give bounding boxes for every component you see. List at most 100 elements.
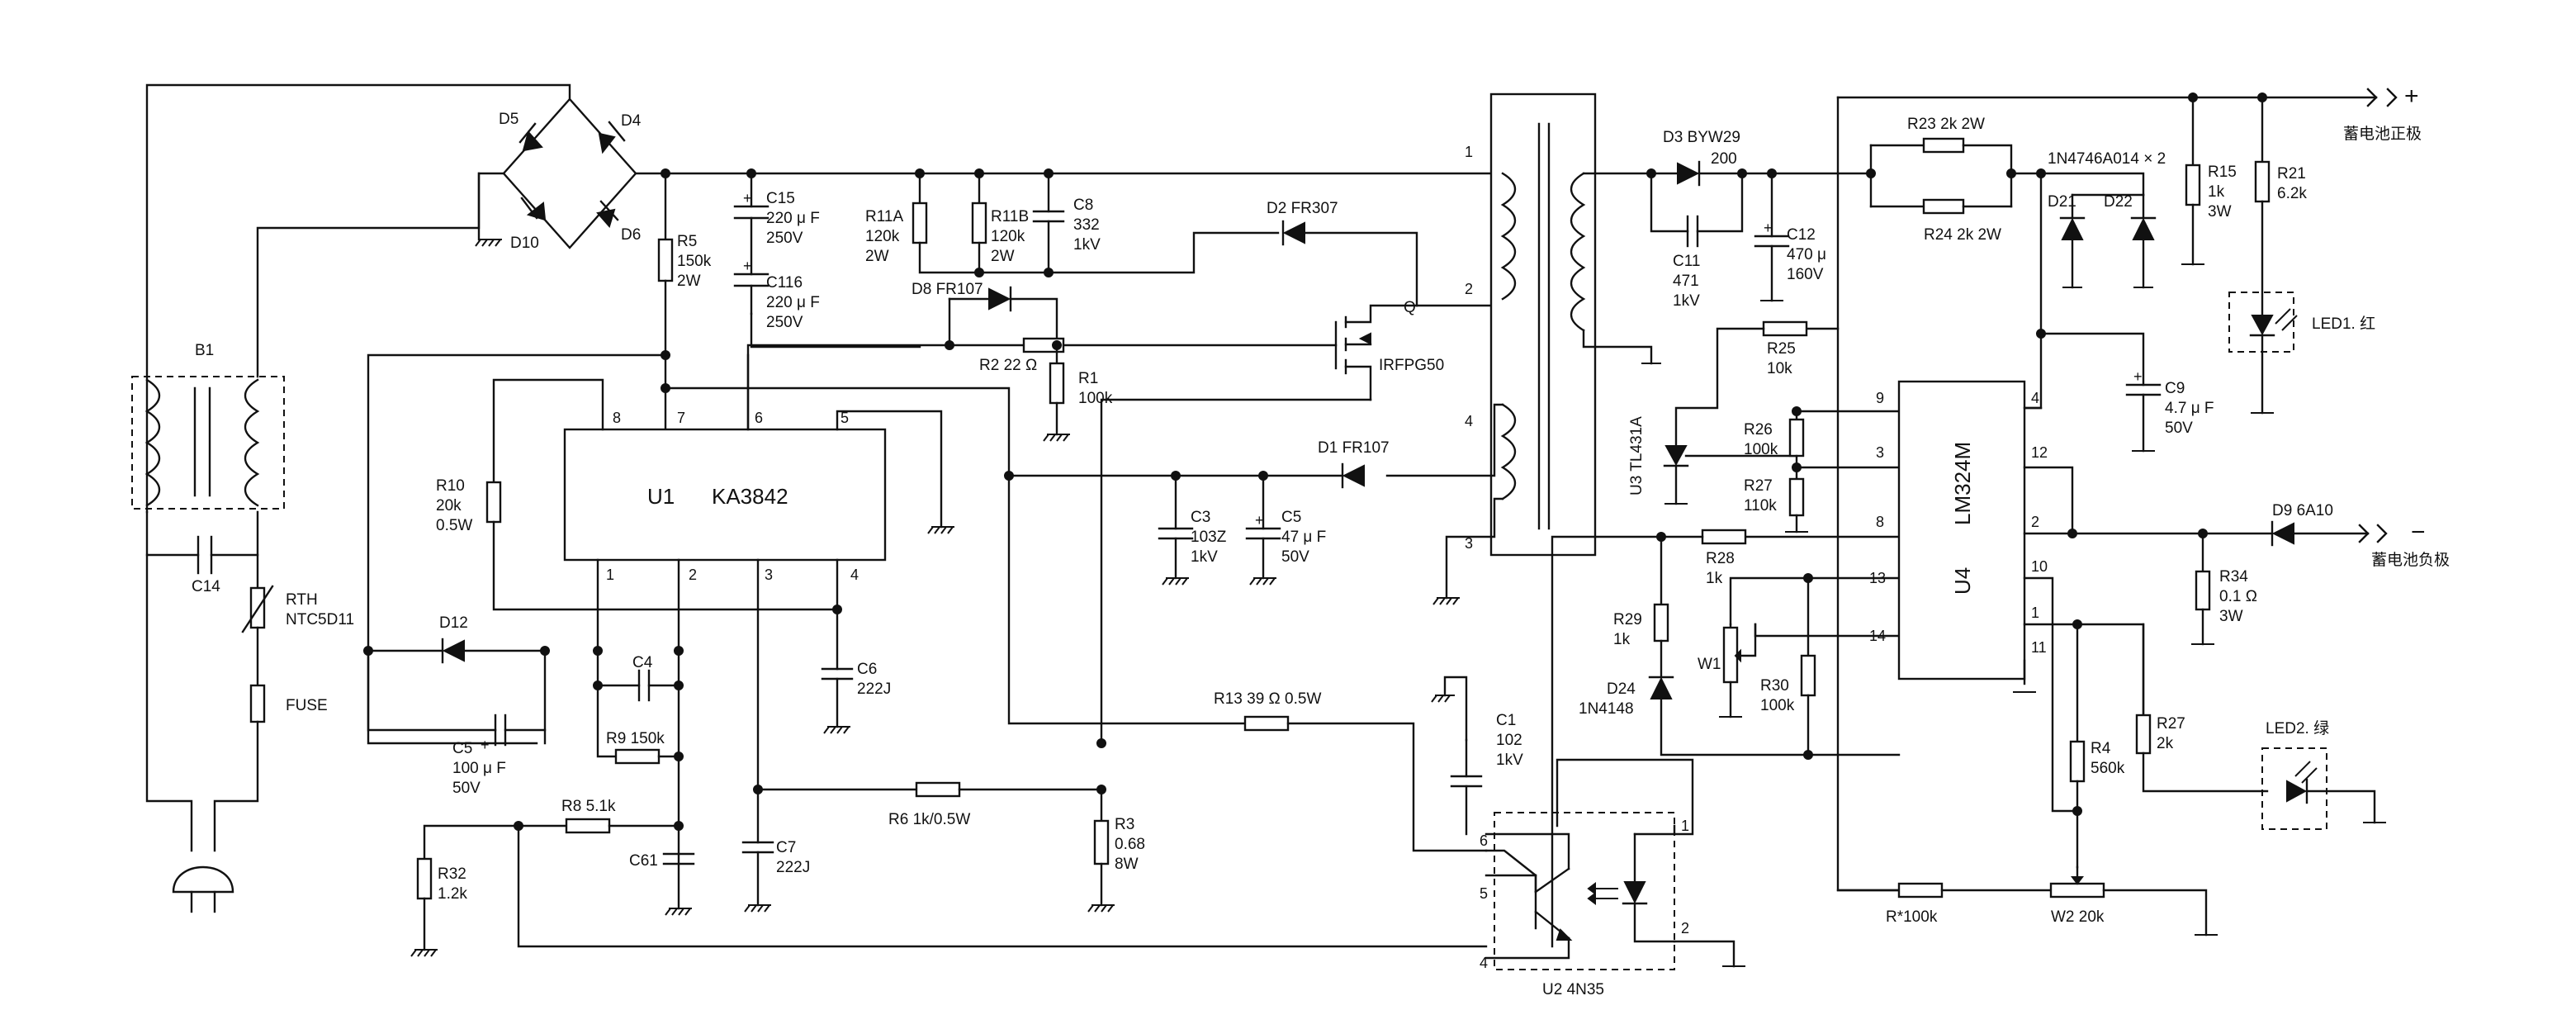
rth-value: NTC5D11 xyxy=(286,611,354,628)
r25-value: 10k xyxy=(1767,360,1792,377)
u2-pin-5: 5 xyxy=(1480,885,1488,902)
d12-label: D12 xyxy=(439,614,468,632)
u2-pin-4: 4 xyxy=(1480,955,1488,971)
c4-label: C4 xyxy=(632,654,653,671)
r32-label: R32 xyxy=(438,865,466,883)
r6-label: R6 1k/0.5W xyxy=(888,811,970,828)
c3-value: 103Z xyxy=(1191,529,1227,546)
r4-value: 560k xyxy=(2091,760,2125,777)
d5-label: D5 xyxy=(499,111,519,128)
r11a-resistor xyxy=(912,202,928,244)
c5b-rating: 50V xyxy=(1281,548,1309,566)
c9-label: C9 xyxy=(2165,380,2185,397)
c6-value: 222J xyxy=(857,680,891,698)
d4-label: D4 xyxy=(621,112,642,130)
led1-label: LED1. 红 xyxy=(2312,315,2375,333)
d22-label: D22 xyxy=(2104,193,2133,211)
c9-value: 4.7 μ F xyxy=(2165,400,2214,417)
r10-rating: 0.5W xyxy=(436,517,472,534)
r15-rating: 3W xyxy=(2208,203,2232,220)
svg-text:+: + xyxy=(743,258,752,274)
r2-label: R2 22 Ω xyxy=(979,357,1037,374)
c116-value: 220 μ F xyxy=(766,294,820,311)
r25-resistor xyxy=(1762,320,1808,337)
c116-rating: 250V xyxy=(766,314,803,331)
r11a-label: R11A xyxy=(865,208,903,225)
c6-label: C6 xyxy=(857,661,877,678)
r13-resistor xyxy=(1243,715,1290,732)
battery-pos-label: 蓄电池正极 xyxy=(2343,125,2422,143)
u1-pin-7: 7 xyxy=(677,410,685,426)
plus-sign: + xyxy=(2404,83,2419,110)
rth-label: RTH xyxy=(286,591,318,609)
led2-box xyxy=(2261,747,2327,830)
r26-value: 100k xyxy=(1744,441,1778,458)
minus-sign: − xyxy=(2411,519,2426,546)
t-pin-4: 4 xyxy=(1465,413,1473,429)
r27b-resistor xyxy=(2135,714,2152,755)
r32-value: 1.2k xyxy=(438,885,467,903)
c11-value: 471 xyxy=(1673,273,1699,290)
u4-pin-2: 2 xyxy=(2031,514,2039,530)
r3-resistor xyxy=(1093,819,1110,865)
c14-label: C14 xyxy=(192,578,220,595)
r29-resistor xyxy=(1653,603,1669,643)
r27b-label: R27 xyxy=(2157,715,2185,733)
r4-label: R4 xyxy=(2091,740,2111,757)
c8-label: C8 xyxy=(1073,197,1093,214)
bridge-rectifier: D5 D4 D10 D6 xyxy=(475,97,1504,252)
u4-pin-13: 13 xyxy=(1869,570,1886,586)
r29-value: 1k xyxy=(1613,631,1631,648)
d3-label: D3 BYW29 xyxy=(1663,129,1740,146)
u2-pin-2: 2 xyxy=(1681,920,1689,937)
r5-resistor xyxy=(657,238,674,282)
c5a-label: C5 xyxy=(452,740,472,757)
svg-text:+: + xyxy=(1764,220,1773,236)
c5b-label: C5 xyxy=(1281,509,1301,526)
d6-label: D6 xyxy=(621,226,641,244)
u1-label: U1 xyxy=(647,484,675,509)
c11-rating: 1kV xyxy=(1673,292,1700,310)
svg-text:+: + xyxy=(1255,512,1264,529)
r11b-value: 120k xyxy=(991,228,1025,245)
r1-value: 100k xyxy=(1078,390,1113,407)
r1-label: R1 xyxy=(1078,370,1098,387)
r32-resistor xyxy=(416,857,433,900)
led2-label: LED2. 绿 xyxy=(2266,719,2329,737)
u4-pin-10: 10 xyxy=(2031,558,2048,575)
u1-pin-4: 4 xyxy=(850,567,859,583)
c116-label: C116 xyxy=(766,274,803,292)
u4-pin-12: 12 xyxy=(2031,444,2048,461)
w1-label: W1 xyxy=(1698,656,1721,673)
t-pin-3: 3 xyxy=(1465,535,1473,552)
c1-label: C1 xyxy=(1496,712,1516,729)
r4-resistor xyxy=(2069,740,2086,783)
r10-label: R10 xyxy=(436,477,465,495)
d2-label: D2 FR307 xyxy=(1267,200,1338,217)
u4-part: LM324M xyxy=(1950,442,1975,525)
r26-resistor xyxy=(1788,418,1805,458)
rstar-resistor xyxy=(1897,882,1944,899)
c5b-value: 47 μ F xyxy=(1281,529,1326,546)
u1-pin-8: 8 xyxy=(613,410,621,426)
r30-resistor xyxy=(1800,654,1816,697)
d8-label: D8 FR107 xyxy=(912,281,983,298)
u4-label: U4 xyxy=(1950,567,1975,595)
r27a-label: R27 xyxy=(1744,477,1773,495)
r27b-value: 2k xyxy=(2157,735,2174,752)
r11b-label: R11B xyxy=(991,208,1029,225)
t-pin-2: 2 xyxy=(1465,281,1473,297)
secondary-output: D3 BYW29 200 C11 471 1kV + C12 470 μ 160… xyxy=(1646,83,2422,892)
c8-value: 332 xyxy=(1073,216,1100,234)
u4-pin-3: 3 xyxy=(1876,444,1884,461)
mosfet-stage: D8 FR107 R2 22 Ω R1 100k Q IRFPG50 xyxy=(746,281,1496,748)
r5-value: 150k xyxy=(677,253,712,270)
w2-potentiometer xyxy=(2049,882,2105,899)
r27a-resistor xyxy=(1788,477,1805,517)
u4-pin-11: 11 xyxy=(2031,639,2047,656)
battery-neg-label: 蓄电池负极 xyxy=(2371,551,2450,569)
r23-label: R23 2k 2W xyxy=(1907,116,1985,133)
c7-label: C7 xyxy=(776,839,796,856)
r5-rating: 2W xyxy=(677,273,701,290)
